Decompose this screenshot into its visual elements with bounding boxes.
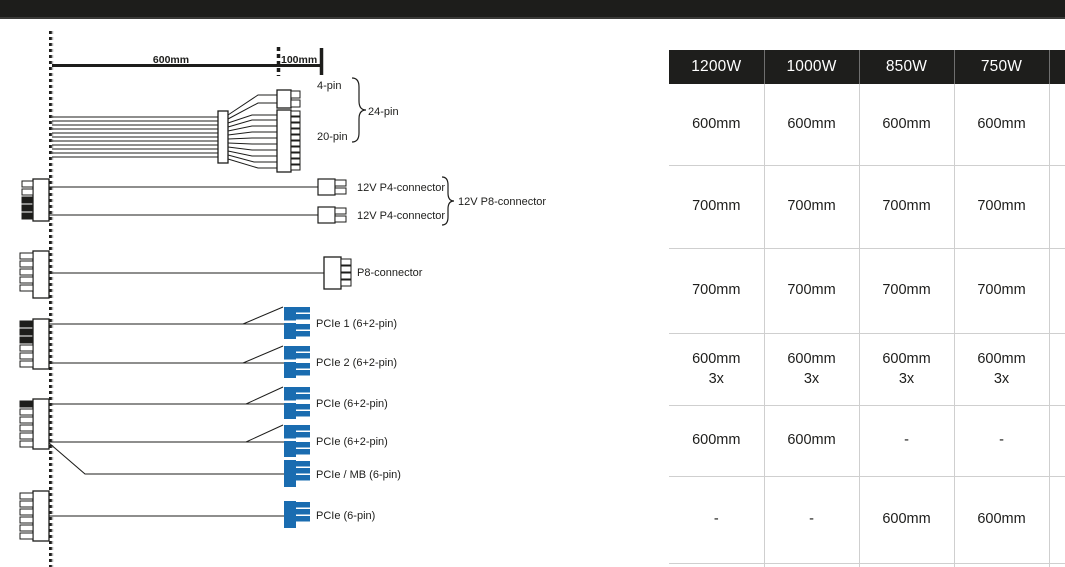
dimension-600-label: 600mm <box>153 54 189 66</box>
table-header-cell[interactable]: 750W <box>954 50 1050 84</box>
label-24-pin: 24-pin <box>368 106 399 118</box>
table-cell: 600mm <box>764 405 860 477</box>
table-header-cell[interactable]: 1000W <box>764 50 860 84</box>
connector-pcie-4 <box>284 425 310 457</box>
psu-plug-eps1 <box>21 178 50 222</box>
table-cell: - <box>764 476 860 564</box>
table-header-cell[interactable]: 1200W <box>669 50 765 84</box>
label-pcie-mb: PCIe / MB (6-pin) <box>316 469 401 481</box>
connector-pcie-2 <box>284 346 310 378</box>
cable-length-table: 1200W 1000W 850W 750W 600mm 600mm 600mm … <box>669 50 1065 567</box>
connector-pcie-3 <box>284 387 310 419</box>
table-cell: 700mm <box>859 248 955 334</box>
table-cell <box>1049 563 1065 567</box>
label-12v-p8-connector: 12V P8-connector <box>458 196 546 208</box>
connector-pcie-mb <box>284 460 310 487</box>
label-pcie-3: PCIe (6+2-pin) <box>316 398 388 410</box>
table-cell: 700mm <box>669 165 765 249</box>
brace-p8 <box>441 176 455 226</box>
cable-diagram: 600mm 100mm <box>0 19 660 567</box>
table-cell <box>1049 248 1065 334</box>
table-header-cell[interactable] <box>1049 50 1065 84</box>
table-cell <box>1049 405 1065 477</box>
table-cell: 600mm <box>669 405 765 477</box>
spec-table-container: 1200W 1000W 850W 750W 600mm 600mm 600mm … <box>669 50 1065 567</box>
label-pcie-2: PCIe 2 (6+2-pin) <box>316 357 397 369</box>
connector-pcie-1 <box>284 307 310 339</box>
table-row: 600mm 600mm - - <box>669 405 1065 477</box>
table-row: 700mm 700mm 700mm 700mm <box>669 248 1065 334</box>
table-header-row: 1200W 1000W 850W 750W <box>669 50 1065 84</box>
table-header-cell[interactable]: 850W <box>859 50 955 84</box>
table-cell: 700mm <box>669 248 765 334</box>
table-cell: 700mm <box>764 165 860 249</box>
table-row: 600mm 600mm 600mm 600mm <box>669 84 1065 166</box>
connector-20pin <box>276 109 301 173</box>
table-cell: 600mm <box>859 476 955 564</box>
table-cell: 600mm <box>954 84 1050 166</box>
connector-p4-a <box>317 178 347 196</box>
brace-24pin <box>351 77 367 143</box>
psu-rail-dashed <box>49 31 54 567</box>
label-p4-connector-b: 12V P4-connector <box>357 210 445 222</box>
label-4-pin: 4-pin <box>317 80 341 92</box>
top-dark-bar <box>0 0 1065 17</box>
table-cell: 700mm <box>954 248 1050 334</box>
eps-p8-harness: P8-connector <box>19 250 423 299</box>
table-cell: 700mm <box>764 248 860 334</box>
pcie-harness-2: PCIe (6+2-pin) PCIe (6+2-pin) PCIe / MB … <box>19 386 401 487</box>
psu-plug-pcie3 <box>19 490 50 542</box>
table-cell <box>859 563 955 567</box>
pcie-harness-1: PCIe 1 (6+2-pin) PCIe 2 (6+2-pin) <box>19 306 397 378</box>
psu-plug-pcie2 <box>19 398 50 450</box>
connector-pcie-6pin <box>284 501 310 528</box>
dimension-line-group <box>52 47 324 76</box>
table-cell: 600mm <box>764 84 860 166</box>
table-cell: - <box>859 405 955 477</box>
label-p8-connector: P8-connector <box>357 267 423 279</box>
label-pcie-4: PCIe (6+2-pin) <box>316 436 388 448</box>
connector-4pin <box>276 89 301 109</box>
table-cell <box>1049 84 1065 166</box>
label-20-pin: 20-pin <box>317 131 348 143</box>
table-cell <box>954 563 1050 567</box>
table-cell: - <box>669 476 765 564</box>
top-bar-shadow <box>0 17 1065 19</box>
table-row <box>669 563 1065 567</box>
table-cell: 700mm <box>954 165 1050 249</box>
table-row: 700mm 700mm 700mm 700mm <box>669 165 1065 249</box>
eps-p8-split-harness: 12V P4-connector 12V P4-connector 12V P8… <box>21 176 546 226</box>
connector-p4-b <box>317 206 347 224</box>
label-pcie-6pin: PCIe (6-pin) <box>316 510 375 522</box>
psu-plug-eps2 <box>19 250 50 299</box>
table-cell <box>669 563 765 567</box>
table-cell: 6 <box>1049 476 1065 564</box>
table-cell: 600mm <box>954 476 1050 564</box>
psu-plug-pcie1 <box>19 318 50 370</box>
table-cell: 600mm <box>859 84 955 166</box>
atx-24pin-harness: 4-pin 20-pin 24-pin <box>52 77 399 173</box>
pcie-harness-3: PCIe (6-pin) <box>19 490 375 542</box>
table-cell <box>1049 333 1065 406</box>
table-row: - - 600mm 600mm 6 <box>669 476 1065 564</box>
table-cell: 700mm <box>859 165 955 249</box>
label-p4-connector-a: 12V P4-connector <box>357 182 445 194</box>
table-cell <box>764 563 860 567</box>
table-cell: 600mm <box>669 84 765 166</box>
table-cell <box>1049 165 1065 249</box>
dimension-100-label: 100mm <box>281 54 317 66</box>
label-pcie-1: PCIe 1 (6+2-pin) <box>316 318 397 330</box>
table-cell: - <box>954 405 1050 477</box>
connector-p8 <box>323 256 352 290</box>
